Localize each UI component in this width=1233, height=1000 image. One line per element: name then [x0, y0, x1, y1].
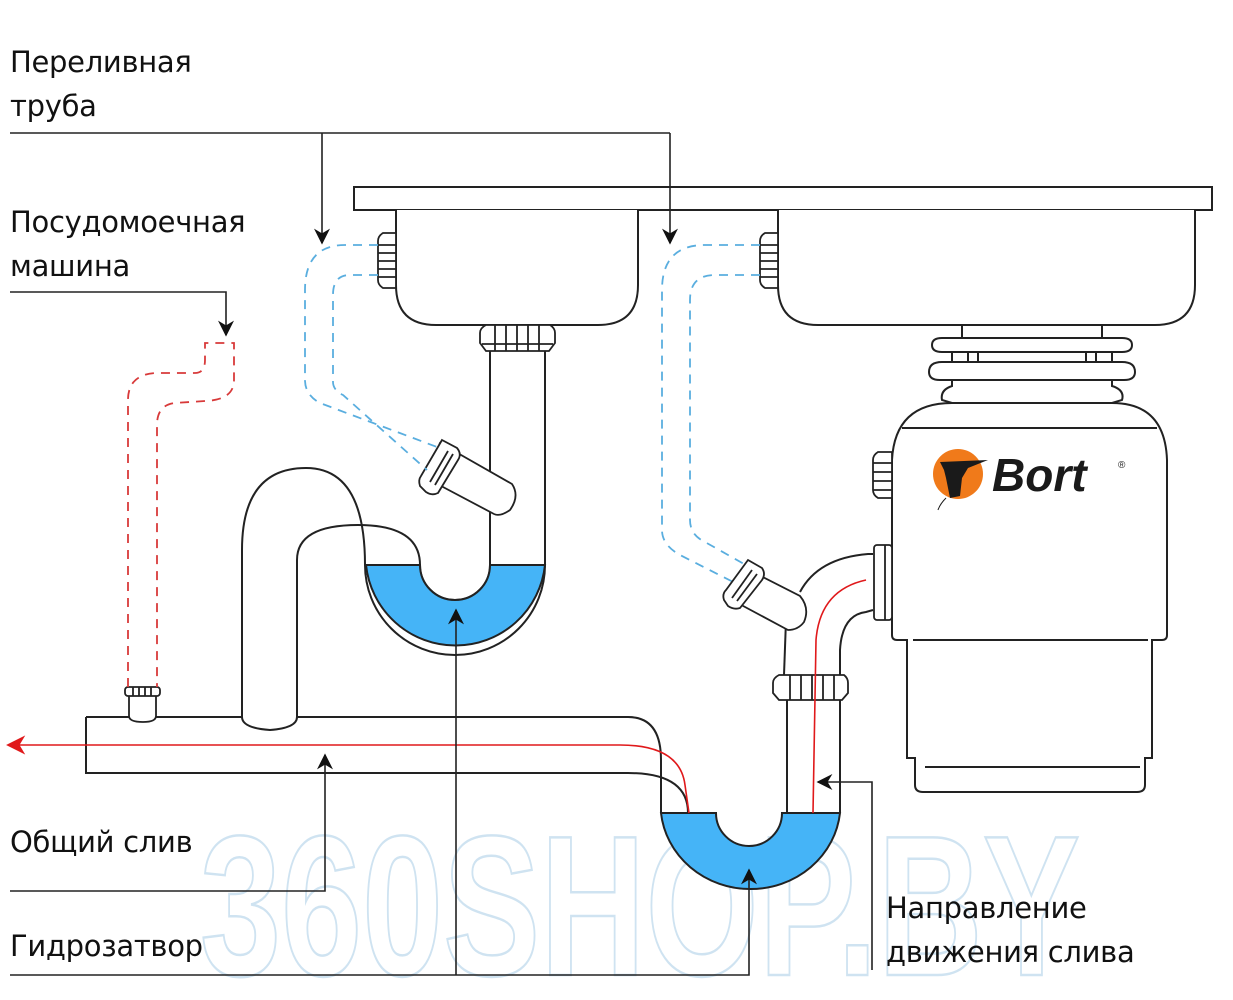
countertop: [353, 186, 1213, 211]
label-dishwasher-line2: машина: [10, 249, 130, 283]
label-drain-direction-line2: движения слива: [886, 935, 1135, 969]
bort-brand-name: Bort: [992, 449, 1088, 501]
right-overflow-hose: [661, 244, 761, 589]
food-waste-disposer: [891, 325, 1168, 793]
left-sink-bowl: [395, 210, 639, 326]
right-trap-water: [659, 812, 842, 891]
left-overflow-nut: [377, 232, 397, 289]
leader-dishwasher: [10, 291, 234, 337]
label-drain-direction: Направление движения слива: [886, 886, 1135, 974]
label-water-seal: Гидрозатвор: [10, 929, 203, 963]
right-overflow-nut: [759, 232, 779, 289]
dishwasher-hose: [127, 342, 235, 687]
drain-flow-line: [6, 579, 867, 814]
label-common-drain: Общий слив: [10, 825, 193, 859]
right-overflow-connector: [722, 558, 808, 631]
right-sink-bowl: [777, 210, 1196, 326]
leader-drain-direction: [816, 774, 873, 970]
registered-mark: ®: [1118, 460, 1126, 471]
left-siphon: [241, 351, 546, 718]
leader-water-seal: [10, 608, 757, 976]
label-dishwasher: Посудомоечная машина: [10, 200, 246, 288]
label-dishwasher-line1: Посудомоечная: [10, 205, 246, 239]
dishwasher-connector: [124, 686, 161, 723]
leader-common-drain: [10, 753, 333, 892]
left-trap-water: [364, 564, 547, 647]
label-overflow-pipe-line2: труба: [10, 89, 97, 123]
drill-icon: [940, 460, 988, 498]
leader-overflow-pipe: [10, 132, 678, 245]
watermark-text: 360SHOP.BY: [200, 795, 1080, 996]
bort-logo: Bort ®: [933, 449, 1126, 511]
left-overflow-connector: [418, 438, 517, 516]
left-overflow-hose: [304, 244, 438, 471]
label-overflow-pipe: Переливная труба: [10, 40, 192, 128]
left-siphon-outlet: [241, 716, 298, 732]
label-drain-direction-line1: Направление: [886, 891, 1087, 925]
outlet-flange: [873, 544, 893, 621]
label-overflow-pipe-line1: Переливная: [10, 45, 192, 79]
right-trap-nut: [772, 674, 849, 701]
disposer-side-nut: [872, 451, 893, 499]
left-drain-nut: [479, 324, 556, 352]
